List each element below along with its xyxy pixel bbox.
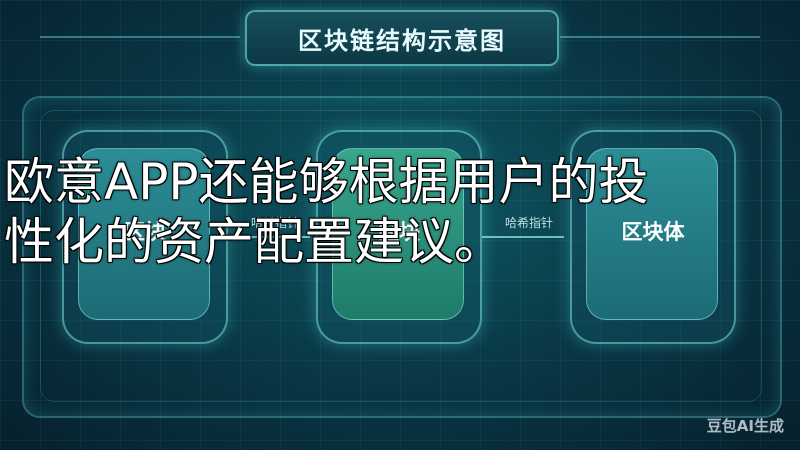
connector-1-label: 哈希指针 — [250, 216, 299, 230]
title-box: 区块链结构示意图 — [245, 10, 559, 66]
inner-frame — [40, 110, 762, 402]
connector-2-label: 哈希指针 — [504, 216, 553, 230]
outer-frame — [22, 96, 782, 418]
connector-1 — [228, 236, 310, 238]
block-2-label: 区块 — [378, 220, 420, 244]
diagram-title: 区块链结构示意图 — [298, 26, 506, 55]
block-3: 区块体 — [570, 130, 736, 344]
block-2: 区块 — [316, 130, 482, 344]
title-line-right — [560, 36, 760, 38]
block-1-label: 区块 — [124, 220, 166, 244]
overlay-line-2: 性化的资产配置建议。 — [4, 213, 504, 271]
watermark: 豆包AI生成 — [706, 417, 784, 435]
title-line-left — [40, 36, 240, 38]
connector-2 — [482, 236, 564, 238]
overlay-line-1: 欧意APP还能够根据用户的投 — [4, 153, 649, 211]
block-3-core — [586, 148, 718, 320]
block-1: 区块 — [62, 130, 228, 344]
overlay-caption: 欧意APP还能够根据用户的投 性化的资产配置建议。 — [4, 152, 800, 292]
block-1-core — [78, 148, 210, 320]
block-3-label: 区块体 — [621, 220, 685, 244]
block-2-core — [332, 148, 464, 320]
